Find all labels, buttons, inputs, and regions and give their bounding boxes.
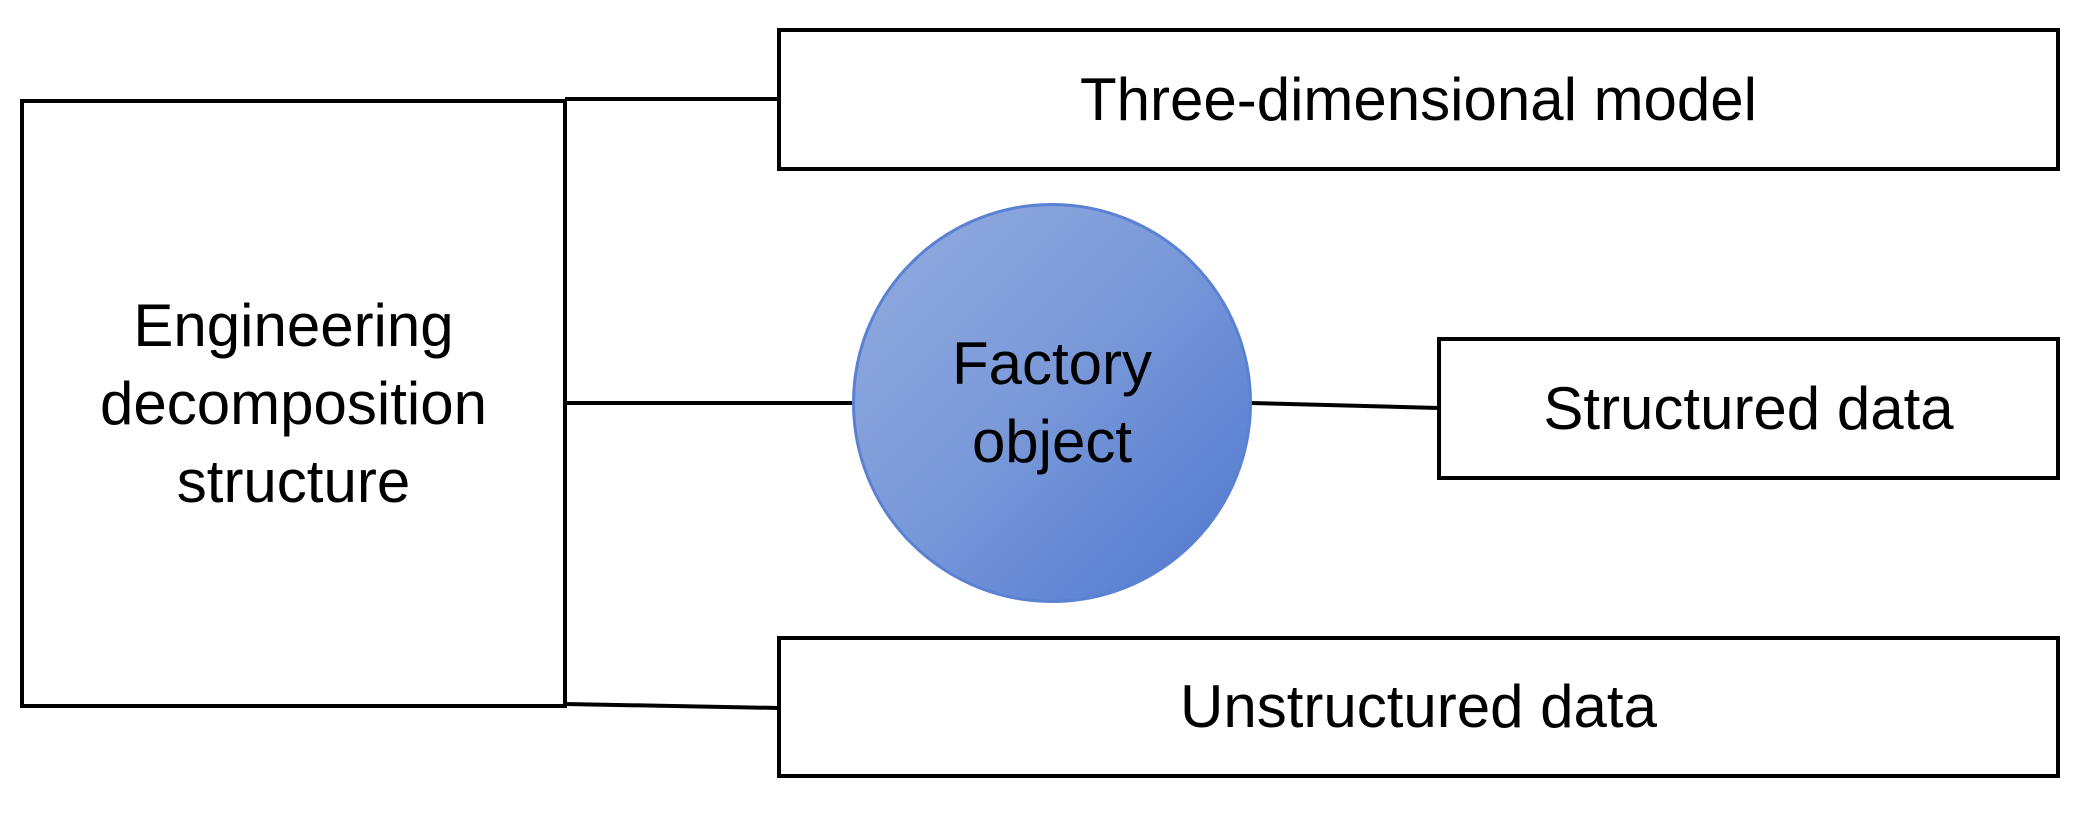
unstructured-data-label: Unstructured data (1180, 673, 1657, 740)
structured-data-box: Structured data (1437, 337, 2060, 480)
factory-object-label: Factory object (951, 330, 1153, 475)
three-dimensional-model-box: Three-dimensional model (777, 28, 2060, 171)
engineering-decomposition-structure-box: Engineering decomposition structure (20, 99, 567, 708)
connector-factory-object-to-structured-data (1249, 401, 1440, 410)
three-dimensional-model-label: Three-dimensional model (1080, 65, 1757, 133)
structured-data-label: Structured data (1543, 374, 1954, 442)
connector-structure-to-unstructured-data (564, 702, 780, 710)
unstructured-data-box: Unstructured data (777, 636, 2060, 778)
engineering-decomposition-structure-label: Engineering decomposition structure (100, 291, 487, 515)
factory-object-circle: Factory object (852, 203, 1252, 603)
